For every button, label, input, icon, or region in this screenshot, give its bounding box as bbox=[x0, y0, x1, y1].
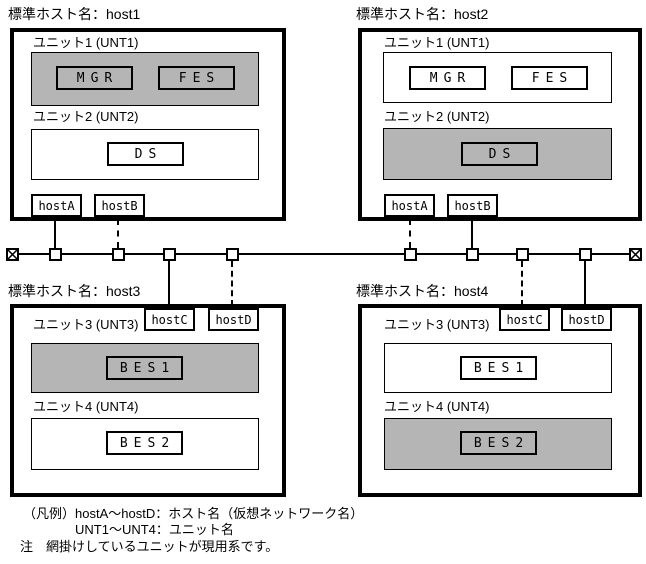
component-label: BES1 bbox=[473, 360, 530, 376]
component-box: BES1 bbox=[106, 356, 183, 380]
host-tab: hostD bbox=[561, 308, 612, 331]
unit-label: ユニット1 (UNT1) bbox=[33, 35, 139, 50]
legend-line-2: UNT1～UNT4：ユニット名 bbox=[75, 522, 234, 537]
host-box-host1: ユニット1 (UNT1) MGR FES ユニット2 (UNT2) DS hos… bbox=[10, 28, 286, 221]
unit-box: DS bbox=[383, 128, 612, 180]
host-title: 標準ホスト名：host2 bbox=[356, 6, 489, 22]
network-terminator-icon bbox=[6, 248, 19, 261]
component-box: DS bbox=[107, 142, 184, 166]
unit-label: ユニット1 (UNT1) bbox=[384, 35, 490, 50]
component-box: MGR bbox=[409, 66, 486, 90]
legend-line-1: （凡例）hostA～hostD：ホスト名（仮想ネットワーク名） bbox=[23, 506, 364, 521]
unit-label: ユニット4 (UNT4) bbox=[33, 399, 139, 414]
host-tab: hostB bbox=[94, 194, 145, 217]
host-title: 標準ホスト名：host3 bbox=[8, 283, 141, 299]
network-terminator-icon bbox=[629, 248, 642, 261]
unit-box: MGR FES bbox=[31, 52, 259, 106]
host-box-host4: hostC hostD ユニット3 (UNT3) BES1 ユニット4 (UNT… bbox=[358, 304, 642, 497]
network-node-square bbox=[226, 248, 239, 261]
component-label: FES bbox=[531, 70, 574, 86]
unit-box: BES2 bbox=[31, 418, 259, 470]
host-title: 標準ホスト名：host1 bbox=[8, 6, 141, 22]
connector-line bbox=[521, 261, 523, 306]
unit-label: ユニット3 (UNT3) bbox=[33, 317, 139, 332]
connector-line bbox=[168, 261, 170, 306]
legend-note: 注 網掛けしているユニットが現用系です。 bbox=[20, 539, 279, 554]
unit-label: ユニット3 (UNT3) bbox=[384, 317, 490, 332]
host-box-host2: ユニット1 (UNT1) MGR FES ユニット2 (UNT2) DS hos… bbox=[358, 28, 642, 221]
host-tab: hostC bbox=[144, 308, 195, 331]
network-bus-line bbox=[12, 253, 636, 255]
unit-label: ユニット4 (UNT4) bbox=[384, 399, 490, 414]
network-node-square bbox=[163, 248, 176, 261]
component-box: DS bbox=[461, 142, 538, 166]
component-box: BES2 bbox=[460, 431, 537, 455]
connector-line bbox=[231, 261, 233, 306]
connector-line bbox=[471, 219, 473, 248]
component-label: BES2 bbox=[119, 435, 176, 451]
network-node-square bbox=[49, 248, 62, 261]
host-tab: hostC bbox=[499, 308, 550, 331]
network-node-square bbox=[579, 248, 592, 261]
host-box-host3: hostC hostD ユニット3 (UNT3) BES1 ユニット4 (UNT… bbox=[10, 304, 286, 497]
component-box: BES1 bbox=[460, 356, 537, 380]
unit-label: ユニット2 (UNT2) bbox=[384, 109, 490, 124]
unit-box: DS bbox=[31, 129, 259, 180]
unit-box: BES2 bbox=[384, 418, 612, 470]
component-label: DS bbox=[134, 146, 163, 162]
host-tab: hostB bbox=[447, 194, 498, 217]
component-label: FES bbox=[178, 70, 221, 86]
component-box: BES2 bbox=[106, 431, 183, 455]
unit-box: BES1 bbox=[384, 343, 612, 393]
unit-box: MGR FES bbox=[383, 52, 612, 103]
component-label: BES2 bbox=[473, 435, 530, 451]
component-box: FES bbox=[158, 66, 235, 90]
network-node-square bbox=[404, 248, 417, 261]
component-box: MGR bbox=[56, 66, 133, 90]
component-label: DS bbox=[488, 146, 517, 162]
host-tab: hostD bbox=[208, 308, 259, 331]
connector-line bbox=[117, 219, 119, 248]
unit-box: BES1 bbox=[31, 343, 259, 393]
component-label: BES1 bbox=[119, 360, 176, 376]
component-box: FES bbox=[511, 66, 588, 90]
host-tab: hostA bbox=[31, 194, 82, 217]
unit-label: ユニット2 (UNT2) bbox=[33, 109, 139, 124]
component-label: MGR bbox=[76, 70, 119, 86]
connector-line bbox=[584, 261, 586, 306]
host-tab: hostA bbox=[384, 194, 435, 217]
network-node-square bbox=[112, 248, 125, 261]
connector-line bbox=[409, 219, 411, 248]
host-title: 標準ホスト名：host4 bbox=[356, 283, 489, 299]
connector-line bbox=[54, 219, 56, 248]
component-label: MGR bbox=[429, 70, 472, 86]
network-node-square bbox=[516, 248, 529, 261]
network-node-square bbox=[466, 248, 479, 261]
